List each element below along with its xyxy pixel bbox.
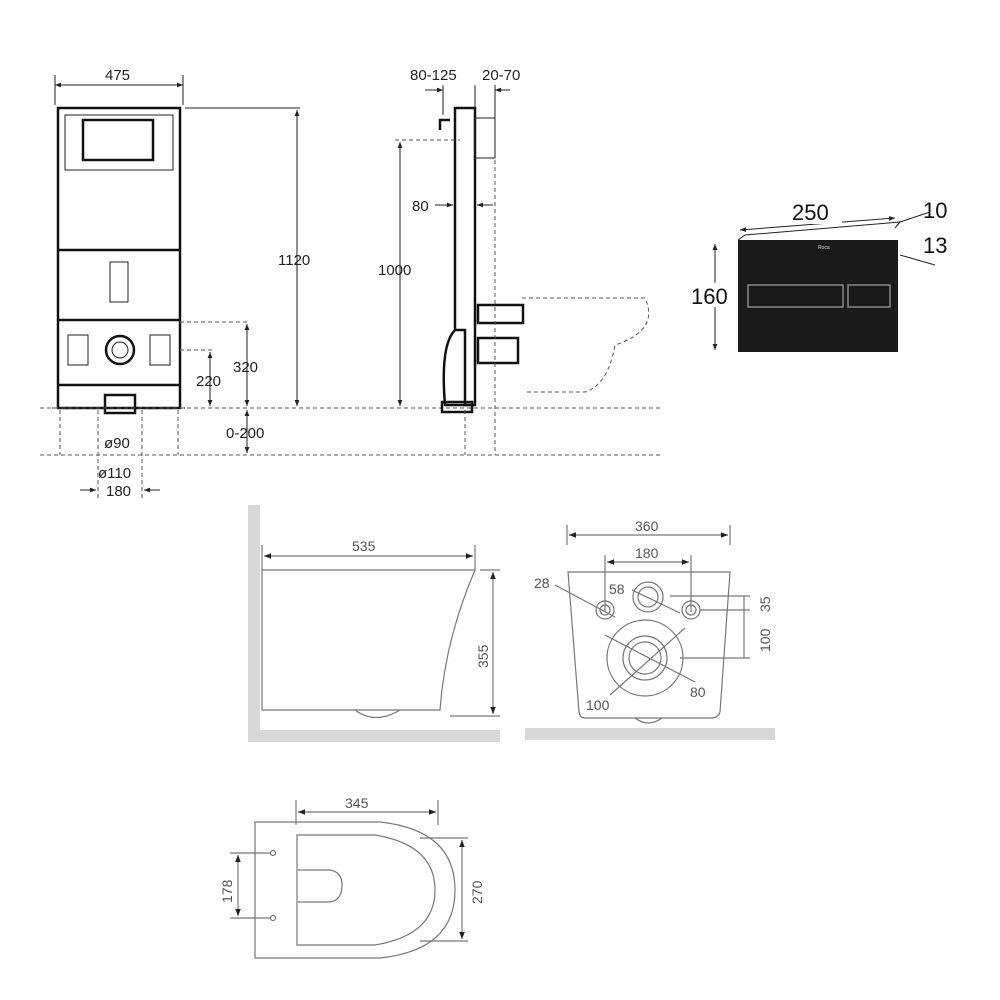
- dim-plate-depth-13: 13: [923, 233, 947, 258]
- dim-plate-height: 160: [691, 284, 728, 309]
- dim-bowl-height: 355: [475, 644, 491, 668]
- bowl-back-view: 360 180 28 58 100 80 35 100: [525, 518, 775, 740]
- dim-spacing-180: 180: [106, 483, 131, 500]
- dim-frame-width: 475: [105, 67, 130, 84]
- dim-pipe-110: ø110: [98, 465, 131, 482]
- flush-plate-brand-logo: Roca: [818, 245, 830, 251]
- dim-bowl-length: 535: [352, 538, 376, 554]
- frame-front-view: 475 1120 320 220 0-200 ø90 ø110 180: [40, 67, 660, 500]
- dim-outlet-inner: 80: [690, 684, 706, 700]
- dim-button-height: 1000: [378, 262, 411, 279]
- dim-inlet: 58: [609, 581, 625, 597]
- dim-plate-depth-10: 10: [923, 198, 947, 223]
- dim-offset-100: 100: [757, 628, 773, 652]
- dim-inlet-height: 220: [196, 373, 221, 390]
- dim-outlet-height: 320: [233, 359, 258, 376]
- dim-bolt-hole: 28: [534, 575, 550, 591]
- dim-frame-height: 1120: [278, 252, 310, 269]
- flush-plate: Roca 250 160 10 13: [690, 198, 947, 352]
- frame-side-view: 80-125 20-70 1000 80: [378, 67, 650, 455]
- dim-offset-35: 35: [757, 596, 773, 612]
- bowl-top-view: 345 178 270: [219, 795, 485, 959]
- dim-depth-80-125: 80-125: [410, 67, 457, 84]
- bowl-side-view: 535 355: [248, 505, 500, 742]
- dim-top-bolt-spacing: 178: [219, 879, 235, 903]
- dim-top-width: 270: [469, 880, 485, 904]
- dim-depth-20-70: 20-70: [482, 67, 520, 84]
- dim-floor-adjust: 0-200: [226, 425, 264, 442]
- dim-top-length: 345: [345, 795, 369, 811]
- dim-wall-offset: 80: [412, 198, 429, 215]
- dim-pipe-90: ø90: [104, 435, 130, 452]
- dim-bolt-spacing: 180: [635, 545, 659, 561]
- dim-outlet-outer: 100: [586, 697, 610, 713]
- dim-plate-width: 250: [792, 200, 829, 225]
- dim-back-width: 360: [635, 518, 659, 534]
